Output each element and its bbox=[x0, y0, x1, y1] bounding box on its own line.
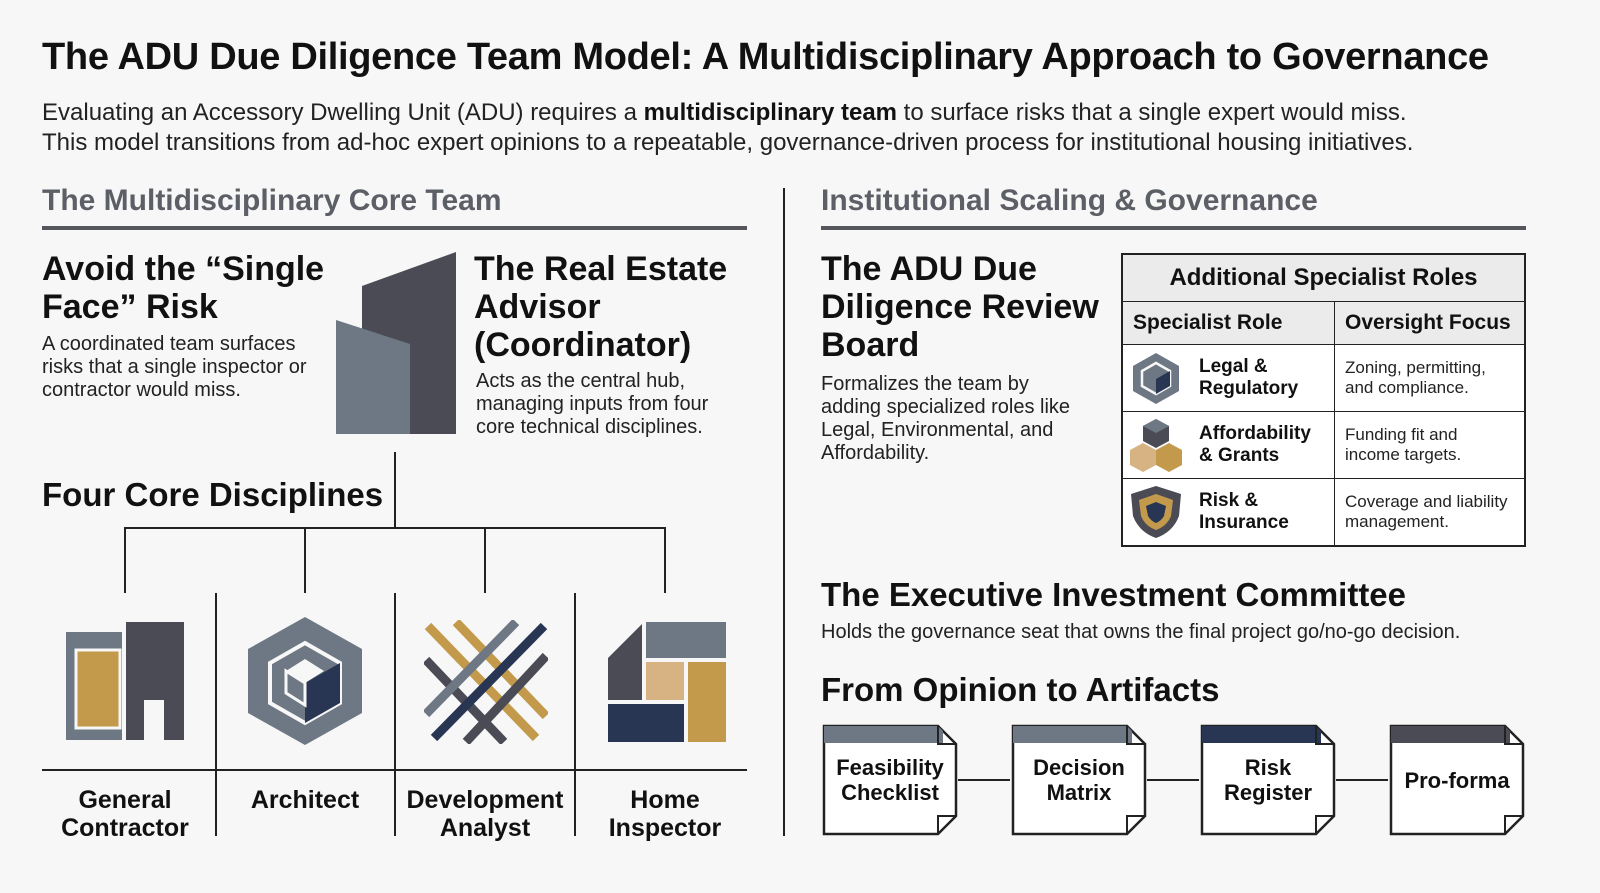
discipline-separator-2 bbox=[394, 593, 396, 836]
artifact-pro-forma: Pro-forma bbox=[1388, 723, 1526, 837]
governance-section-rule bbox=[821, 226, 1526, 230]
intro-line-1: Evaluating an Accessory Dwelling Unit (A… bbox=[42, 99, 1407, 126]
tree-branch bbox=[124, 527, 666, 529]
building-icon bbox=[336, 252, 456, 434]
artifact-connector-2 bbox=[1147, 779, 1199, 781]
contractor-building-icon bbox=[66, 622, 184, 740]
crosshatch-icon bbox=[424, 620, 548, 744]
discipline-separator-1 bbox=[215, 593, 217, 836]
column-divider bbox=[783, 188, 785, 836]
single-face-text: A coordinated team surfaces risks that a… bbox=[42, 333, 307, 401]
intro-text: Evaluating an Accessory Dwelling Unit (A… bbox=[42, 98, 1413, 158]
committee-heading: The Executive Investment Committee bbox=[821, 576, 1407, 613]
cube-icon bbox=[248, 617, 362, 745]
table-row: Legal &Regulatory Zoning, permitting,and… bbox=[1121, 344, 1526, 412]
review-board-heading: The ADU Due Diligence Review Board bbox=[821, 250, 1099, 364]
tree-trunk bbox=[394, 452, 396, 528]
document-icon bbox=[1389, 724, 1525, 836]
floorplan-icon bbox=[608, 622, 726, 742]
intro-line-2: This model transitions from ad-hoc exper… bbox=[42, 129, 1414, 156]
tree-leg-1 bbox=[124, 527, 126, 593]
artifact-connector-3 bbox=[1336, 779, 1388, 781]
page-title: The ADU Due Diligence Team Model: A Mult… bbox=[42, 36, 1489, 78]
review-board-text: Formalizes the team by adding specialize… bbox=[821, 373, 1071, 464]
governance-section-title: Institutional Scaling & Governance bbox=[821, 184, 1318, 217]
specialist-roles-table: Additional Specialist Roles Specialist R… bbox=[1121, 253, 1526, 547]
tree-leg-4 bbox=[664, 527, 666, 593]
committee-text: Holds the governance seat that owns the … bbox=[821, 621, 1461, 643]
discipline-baseline bbox=[42, 769, 747, 771]
discipline-label-2: Architect bbox=[250, 786, 360, 814]
table-header-role: Specialist Role bbox=[1121, 301, 1335, 345]
artifacts-heading: From Opinion to Artifacts bbox=[821, 671, 1220, 708]
tree-leg-2 bbox=[304, 527, 306, 593]
coordinator-text: Acts as the central hub, managing inputs… bbox=[476, 370, 709, 438]
core-team-section-rule bbox=[42, 226, 747, 230]
document-icon bbox=[1011, 724, 1147, 836]
disciplines-heading: Four Core Disciplines bbox=[42, 476, 384, 513]
document-icon bbox=[822, 724, 958, 836]
tree-leg-3 bbox=[484, 527, 486, 593]
artifact-connector-1 bbox=[958, 779, 1010, 781]
core-team-section-title: The Multidisciplinary Core Team bbox=[42, 184, 502, 217]
coordinator-heading: The Real Estate Advisor (Coordinator) bbox=[474, 250, 728, 364]
legal-cube-icon bbox=[1133, 353, 1179, 404]
document-icon bbox=[1200, 724, 1336, 836]
table-header-focus: Oversight Focus bbox=[1334, 301, 1526, 345]
stacked-blocks-icon bbox=[1130, 419, 1182, 472]
discipline-separator-3 bbox=[574, 593, 576, 836]
shield-icon bbox=[1131, 486, 1181, 538]
single-face-heading: Avoid the “Single Face” Risk bbox=[42, 250, 325, 326]
table-caption: Additional Specialist Roles bbox=[1121, 253, 1526, 302]
